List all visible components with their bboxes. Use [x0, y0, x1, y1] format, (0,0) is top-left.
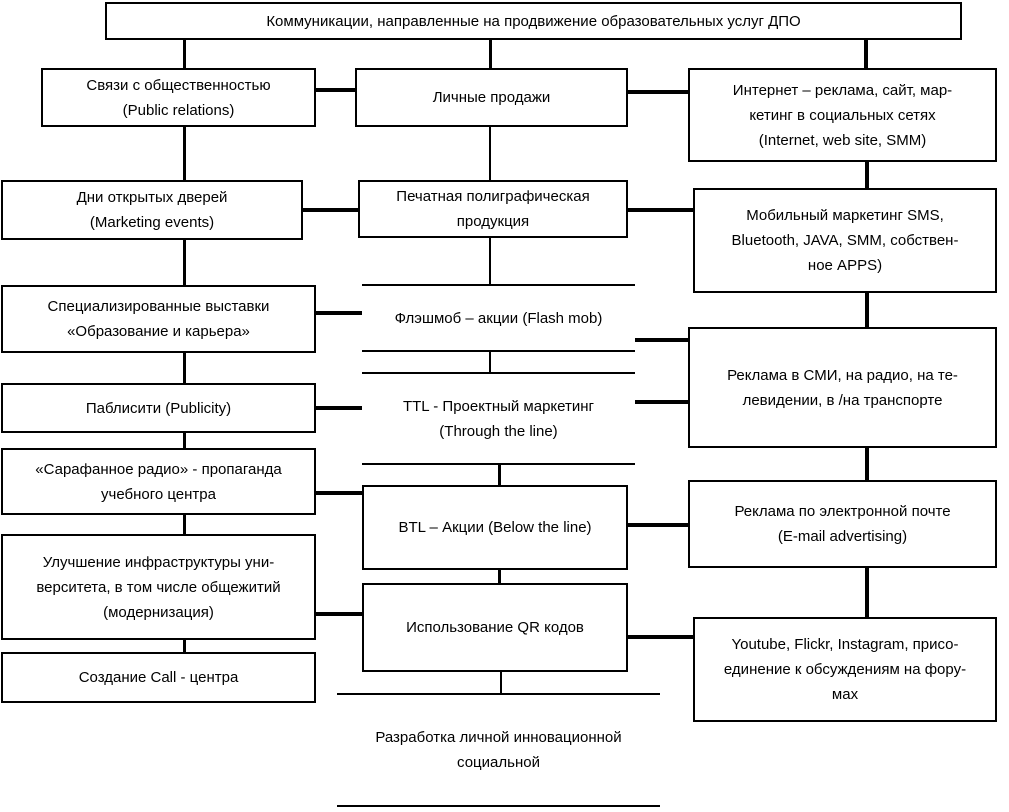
connector-btl-email [628, 523, 688, 527]
connector-flashmob-media [635, 338, 688, 342]
connector-middle-5-6 [498, 570, 501, 583]
connector-right-1-2 [865, 162, 869, 188]
connector-left-6-7 [183, 640, 186, 652]
node-flash-mob: Флэшмоб – акции (Flash mob) [362, 284, 635, 352]
node-print-production: Печатная полиграфическая продукция [358, 180, 628, 238]
connector-middle-6-7 [500, 672, 502, 693]
node-public-relations: Связи с общественностью (Public relation… [41, 68, 316, 127]
node-social-media: Youtube, Flickr, Instagram, присо- едине… [693, 617, 997, 722]
node-publicity: Паблисити (Publicity) [1, 383, 316, 433]
connector-left-4-5 [183, 433, 186, 448]
connector-right-2-3 [865, 293, 869, 327]
connector-opendays-print [303, 208, 358, 212]
connector-middle-1-2 [489, 127, 491, 180]
connector-right-3-4 [865, 448, 869, 480]
connector-infrastructure-qr [316, 612, 362, 616]
node-infrastructure: Улучшение инфраструктуры уни- верситета,… [1, 534, 316, 640]
connector-ttl-media [635, 400, 688, 404]
node-internet-ads: Интернет – реклама, сайт, мар- кетинг в … [688, 68, 997, 162]
connector-title-left [183, 40, 186, 68]
node-email-ads: Реклама по электронной почте (E-mail adv… [688, 480, 997, 568]
node-call-center: Создание Call - центра [1, 652, 316, 703]
node-btl-actions: BTL – Акции (Below the line) [362, 485, 628, 570]
node-open-days: Дни открытых дверей (Marketing events) [1, 180, 303, 240]
node-personal-innovation: Разработка личной инновационной социальн… [337, 693, 660, 807]
connector-wom-btl [316, 491, 362, 495]
connector-pr-sales [316, 88, 355, 92]
connector-left-1-2 [183, 127, 186, 180]
connector-publicity-ttl [316, 406, 362, 410]
node-word-of-mouth: «Сарафанное радио» - пропаганда учебного… [1, 448, 316, 515]
connector-left-3-4 [183, 353, 186, 383]
connector-left-5-6 [183, 515, 186, 534]
connector-middle-4-5 [498, 465, 501, 485]
connector-print-mobile [628, 208, 693, 212]
node-personal-sales: Личные продажи [355, 68, 628, 127]
node-exhibitions: Специализированные выставки «Образование… [1, 285, 316, 353]
node-mobile-marketing: Мобильный маркетинг SMS, Bluetooth, JAVA… [693, 188, 997, 293]
connector-title-right [864, 40, 868, 68]
connector-qr-socialmedia [628, 635, 693, 639]
connector-middle-2-3 [489, 238, 491, 284]
connector-right-4-5 [865, 568, 869, 617]
node-ttl-marketing: TTL - Проектный маркетинг (Through the l… [362, 372, 635, 465]
node-title: Коммуникации, направленные на продвижени… [105, 2, 962, 40]
connector-middle-3-4 [489, 352, 491, 372]
connector-exhibitions-flashmob [316, 311, 362, 315]
connector-left-2-3 [183, 240, 186, 285]
node-qr-codes: Использование QR кодов [362, 583, 628, 672]
connector-title-middle [489, 40, 492, 68]
connector-sales-internet [628, 90, 688, 94]
node-media-ads: Реклама в СМИ, на радио, на те- левидени… [688, 327, 997, 448]
